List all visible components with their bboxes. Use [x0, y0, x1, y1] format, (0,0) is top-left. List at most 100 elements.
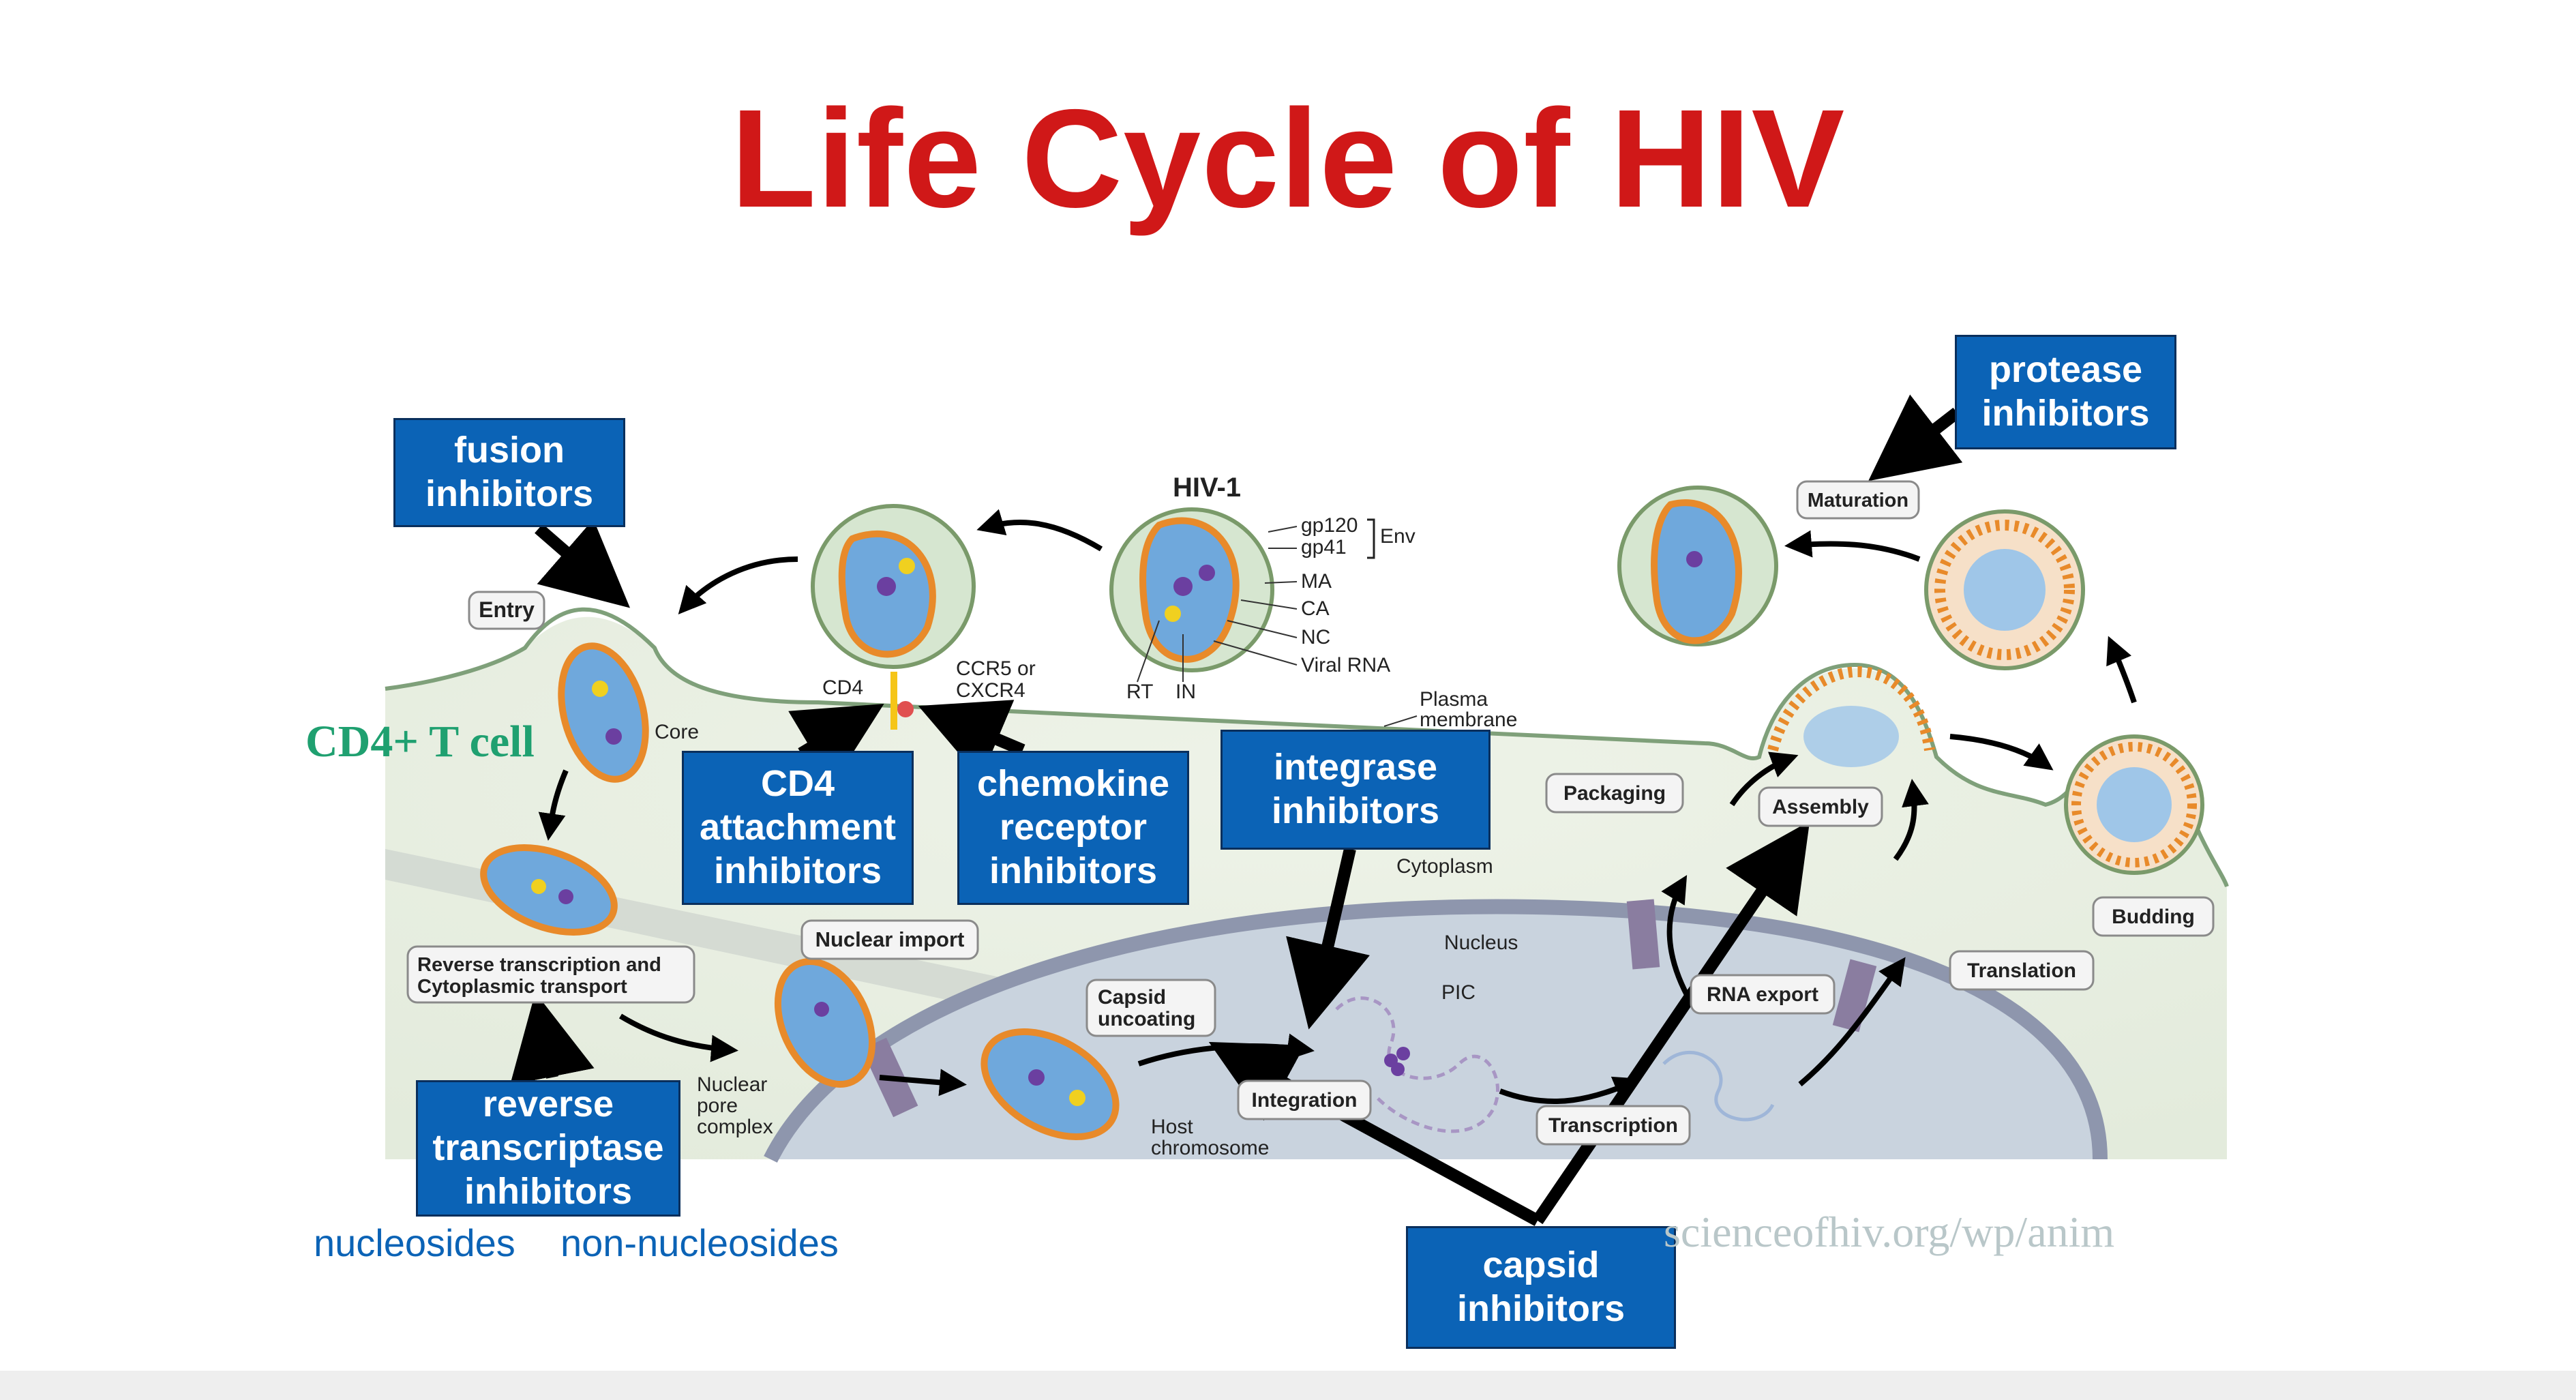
cd4-annotation: CD4 — [822, 676, 863, 699]
env-label: Env — [1380, 525, 1416, 548]
gp41-label: gp41 — [1301, 536, 1347, 558]
virion-hiv1 — [1109, 507, 1274, 672]
virion-immature — [1924, 509, 2085, 670]
arrow-assembly-to-budding — [1949, 734, 2054, 771]
step-maturation: Maturation — [1796, 480, 1920, 520]
arrow-rt-inhibitors — [509, 992, 595, 1086]
svg-text:Nuclear import: Nuclear import — [815, 927, 965, 951]
arrow-budding-to-immature — [2106, 636, 2137, 704]
svg-text:Transcription: Transcription — [1548, 1114, 1678, 1137]
coreceptor — [897, 701, 914, 717]
step-capsid-uncoating: Capsid uncoating — [1085, 979, 1216, 1037]
svg-text:Entry: Entry — [479, 597, 535, 622]
arrow-rna-to-translation — [1798, 957, 1906, 1087]
svg-text:Translation: Translation — [1967, 959, 2076, 982]
gp120-label: gp120 — [1301, 514, 1358, 537]
arrow-pore-to-uncoating — [879, 1069, 967, 1097]
nc-label: NC — [1301, 626, 1330, 649]
ma-label: MA — [1301, 570, 1332, 593]
non-nucleosides-label: non-nucleosides — [560, 1221, 839, 1264]
in-enzyme-label: IN — [1175, 681, 1196, 703]
step-packaging: Packaging — [1545, 773, 1684, 814]
step-rna-export: RNA export — [1690, 974, 1836, 1015]
fusion-inhibitors-box: fusion inhibitors — [393, 418, 625, 527]
arrow-capsid-inhibitors-assembly — [1532, 821, 1810, 1225]
reverse-transcriptase-inhibitors-box: reverse transcriptase inhibitors — [416, 1080, 680, 1217]
capsid-inhibitors-box: capsid inhibitors — [1406, 1226, 1676, 1349]
nuclear-pore-right — [1832, 959, 1877, 1032]
host-chromosome — [1335, 996, 1499, 1133]
nuclear-pore-middle — [1626, 899, 1660, 970]
virion-label: HIV-1 — [1173, 473, 1241, 503]
env-bracket — [1367, 518, 1375, 559]
nuclear-envelope — [764, 899, 2108, 1163]
arrow-virion-to-binding — [976, 509, 1103, 552]
arrow-fusion-inhibitors — [535, 519, 631, 608]
uncoating-line2: uncoating — [1098, 1008, 1195, 1030]
step-integration: Integration — [1237, 1079, 1372, 1120]
plasma-membrane-line2: membrane — [1420, 709, 1517, 731]
rt-enzyme-label: RT — [1126, 681, 1153, 703]
cd4-attachment-inhibitors-box: CD4 attachment inhibitors — [682, 751, 914, 905]
step-budding: Budding — [2092, 896, 2215, 937]
coreceptor-annotation: CCR5 or CXCR4 — [956, 657, 1041, 702]
nucleosides-label: nucleosides — [314, 1221, 515, 1264]
arrow-protease-inhibitors — [1868, 394, 1963, 481]
cytoplasm-annotation: Cytoplasm — [1396, 855, 1493, 878]
chromosome-line1: Host — [1151, 1116, 1193, 1138]
chemokine-receptor-inhibitors-box: chemokine receptor inhibitors — [957, 751, 1189, 905]
svg-text:Integration: Integration — [1252, 1089, 1358, 1112]
cd4-t-cell-label: CD4+ T cell — [305, 717, 535, 766]
arrow-binding-to-entry — [678, 556, 798, 614]
core-annotation: Core — [655, 721, 699, 743]
svg-text:Reverse transcription and: Reverse transcription and Cytoplasmic tr… — [417, 954, 667, 998]
arrow-integrase-inhibitors — [1286, 847, 1370, 1030]
arrow-immature-to-mature — [1784, 530, 1921, 562]
svg-text:Packaging: Packaging — [1563, 782, 1666, 805]
coreceptor-line1: CCR5 or — [956, 657, 1036, 680]
step-transcription: Transcription — [1536, 1105, 1691, 1146]
virion-binding — [811, 504, 976, 669]
capsid-at-pore — [774, 958, 876, 1088]
chromosome-line2: chromosome — [1151, 1137, 1269, 1159]
assembly-site — [1767, 666, 1935, 767]
svg-text:Assembly: Assembly — [1772, 796, 1869, 818]
svg-text:RNA export: RNA export — [1707, 983, 1818, 1006]
step-entry: Entry — [468, 591, 545, 630]
capsid-entry — [558, 642, 649, 783]
step-reverse-transcription: Reverse transcription and Cytoplasmic tr… — [406, 945, 695, 1004]
arrow-cd4-attachment-inhibitors — [788, 704, 884, 785]
arrow-rna-export — [1661, 875, 1694, 1004]
svg-text:Capsid uncoating: Capsid uncoating — [1098, 986, 1195, 1030]
integrase-inhibitors-box: integrase inhibitors — [1220, 730, 1491, 850]
source-watermark: scienceofhiv.org/wp/anim — [1664, 1208, 2115, 1256]
svg-text:Budding: Budding — [2112, 906, 2195, 928]
arrow-packaging-to-assembly — [1729, 751, 1799, 807]
ca-label: CA — [1301, 597, 1330, 620]
svg-text:Maturation: Maturation — [1808, 490, 1908, 511]
capsid-uncoating — [980, 1028, 1120, 1140]
arrow-capsid-inhibitors-uncoating — [1208, 1041, 1541, 1226]
bottom-bar — [0, 1371, 2576, 1400]
plasma-membrane-annotation: Plasma membrane — [1420, 688, 1517, 731]
plasma-membrane-leader — [1383, 715, 1418, 727]
slide-title: Life Cycle of HIV — [730, 80, 1846, 237]
viral-rna-label: Viral RNA — [1301, 654, 1390, 676]
protease-inhibitors-box: protease inhibitors — [1955, 335, 2176, 449]
rt-label-line1: Reverse transcription and — [417, 954, 661, 976]
arrow-translation-to-assembly — [1893, 779, 1929, 861]
cd4-receptor — [890, 672, 897, 730]
pic-complex — [1384, 1047, 1410, 1076]
step-translation: Translation — [1949, 950, 2095, 991]
coreceptor-line2: CXCR4 — [956, 679, 1025, 702]
arrow-entry-to-cytoplasm — [538, 769, 569, 841]
step-assembly: Assembly — [1758, 786, 1883, 827]
nucleus-annotation: Nucleus — [1444, 932, 1518, 954]
arrow-chemokine-inhibitors — [918, 700, 1025, 779]
uncoating-line1: Capsid — [1098, 986, 1166, 1009]
transcribed-rna — [1662, 1050, 1775, 1122]
virion-mature — [1617, 486, 1778, 646]
virion-leader-lines — [1137, 526, 1298, 683]
virion-budding — [2064, 734, 2204, 875]
